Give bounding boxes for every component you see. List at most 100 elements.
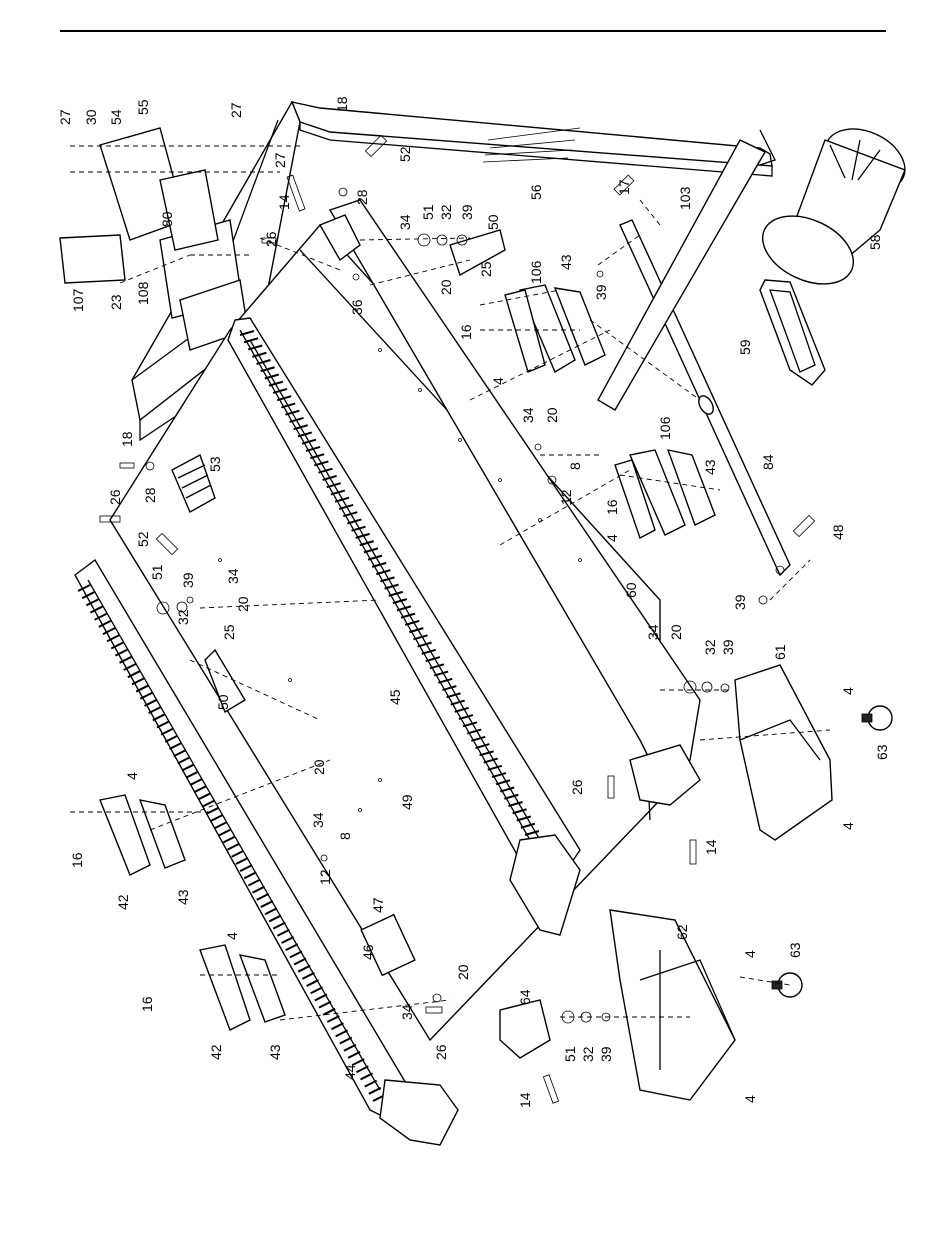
part-label-39d: 39 [180, 572, 196, 588]
part-label-49: 49 [399, 794, 415, 810]
bracket-group-left-1 [100, 795, 185, 875]
part-label-20b: 20 [544, 407, 560, 423]
part-label-14c: 14 [517, 1092, 533, 1108]
part-label-4f: 4 [742, 950, 758, 958]
part-label-30: 30 [83, 109, 99, 125]
part-label-14: 14 [276, 194, 292, 210]
bracket-group-left-2 [200, 945, 285, 1030]
rear-cover-62 [610, 910, 735, 1100]
part-label-60: 60 [623, 582, 639, 598]
part-label-17: 17 [616, 179, 632, 195]
part-label-44: 44 [342, 1064, 358, 1080]
rear-cover-61 [735, 665, 832, 840]
part-label-36: 36 [349, 299, 365, 315]
part-label-16d: 16 [139, 996, 155, 1012]
part-label-27: 27 [57, 109, 73, 125]
part-label-34d: 34 [645, 624, 661, 640]
part-label-34c: 34 [225, 568, 241, 584]
part-label-108: 108 [135, 281, 151, 305]
part-label-16b: 16 [604, 499, 620, 515]
part-label-47: 47 [370, 897, 386, 913]
part-label-63b: 63 [787, 942, 803, 958]
part-label-106: 106 [528, 260, 544, 284]
part-label-51: 51 [420, 204, 436, 220]
part-label-39c: 39 [732, 594, 748, 610]
part-label-12b: 12 [317, 869, 333, 885]
part-label-34f: 34 [399, 1004, 415, 1020]
part-label-39: 39 [459, 204, 475, 220]
part-label-50b: 50 [215, 694, 231, 710]
part-label-20e: 20 [311, 759, 327, 775]
part-label-26c: 26 [569, 779, 585, 795]
part-label-39b: 39 [593, 284, 609, 300]
part-label-34e: 34 [310, 812, 326, 828]
part-label-51c: 51 [562, 1046, 578, 1062]
part-label-62: 62 [674, 924, 690, 940]
part-label-20c: 20 [235, 596, 251, 612]
part-label-27c: 27 [272, 152, 288, 168]
bracket-group-mid-right [615, 450, 715, 538]
part-label-26d: 26 [433, 1044, 449, 1060]
part-label-18: 18 [334, 96, 350, 112]
part-label-4h: 4 [224, 932, 240, 940]
part-label-4c: 4 [840, 687, 856, 695]
part-label-32: 32 [438, 204, 454, 220]
part-label-45: 45 [387, 689, 403, 705]
part-label-34b: 34 [520, 407, 536, 423]
part-label-46: 46 [360, 944, 376, 960]
part-label-56: 56 [528, 184, 544, 200]
part-label-58: 58 [867, 234, 883, 250]
part-label-20: 20 [438, 279, 454, 295]
part-label-43d: 43 [267, 1044, 283, 1060]
part-label-48: 48 [830, 524, 846, 540]
part-label-52b: 52 [135, 531, 151, 547]
part-label-53: 53 [207, 456, 223, 472]
part-label-4b: 4 [604, 534, 620, 542]
part-label-42b: 42 [208, 1044, 224, 1060]
part-label-61: 61 [772, 644, 788, 660]
part-label-63: 63 [874, 744, 890, 760]
part-label-107: 107 [70, 288, 86, 312]
motor-flywheel [752, 117, 915, 298]
part-label-20d: 20 [668, 624, 684, 640]
part-label-14b: 14 [703, 839, 719, 855]
part-label-28: 28 [354, 189, 370, 205]
part-label-8b: 8 [337, 832, 353, 840]
part-label-54: 54 [108, 109, 124, 125]
part-label-39e: 39 [720, 639, 736, 655]
part-label-43: 43 [558, 254, 574, 270]
part-label-25b: 25 [221, 624, 237, 640]
part-label-32c: 32 [702, 639, 718, 655]
part-label-103: 103 [677, 186, 693, 210]
part-label-4d: 4 [840, 822, 856, 830]
part-label-50: 50 [485, 214, 501, 230]
part-label-55: 55 [135, 99, 151, 115]
part-label-39f: 39 [598, 1046, 614, 1062]
part-label-84: 84 [760, 454, 776, 470]
part-label-27b: 27 [228, 102, 244, 118]
part-label-64: 64 [517, 989, 533, 1005]
part-label-18b: 18 [119, 431, 135, 447]
part-label-43b: 43 [702, 459, 718, 475]
part-label-4: 4 [490, 377, 506, 385]
part-label-52: 52 [397, 146, 413, 162]
part-label-43c: 43 [175, 889, 191, 905]
part-label-20f: 20 [455, 964, 471, 980]
part-label-80: 80 [159, 211, 175, 227]
part-label-28b: 28 [142, 487, 158, 503]
drive-belt [760, 280, 825, 385]
part-label-4g: 4 [742, 1095, 758, 1103]
part-label-26: 26 [263, 231, 279, 247]
part-label-32d: 32 [580, 1046, 596, 1062]
part-label-32b: 32 [175, 609, 191, 625]
part-label-4e: 4 [124, 772, 140, 780]
part-label-23: 23 [108, 294, 124, 310]
part-label-34: 34 [397, 214, 413, 230]
part-label-42: 42 [115, 894, 131, 910]
part-label-106b: 106 [657, 416, 673, 440]
bracket-group-upper-right [505, 285, 605, 372]
part-label-12: 12 [558, 489, 574, 505]
part-label-25: 25 [478, 261, 494, 277]
part-label-51b: 51 [149, 564, 165, 580]
